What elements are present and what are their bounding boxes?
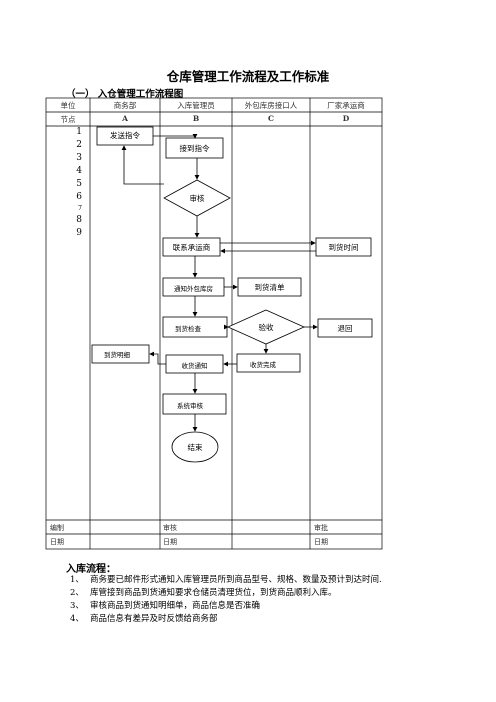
node-number: 5 (76, 179, 82, 189)
node-number: 2 (76, 140, 82, 150)
header-col-c: C (268, 114, 274, 123)
label-arrival-time: 到货时间 (328, 243, 359, 252)
section-title: （一） 入仓管理工作流程图 (66, 89, 184, 100)
label-send-instruction: 发送指令 (110, 131, 140, 140)
label-receipt-notice: 收货通知 (181, 362, 208, 370)
list-item: 4、商品信息有差异及时反馈给商务部 (70, 614, 218, 624)
header-col-b: B (192, 114, 200, 123)
footer-prepared: 编制 (50, 524, 64, 532)
label-end: 结束 (187, 443, 203, 452)
node-number: 9 (76, 228, 82, 238)
box-receipt-complete (236, 353, 301, 373)
node-number: 4 (76, 166, 82, 176)
page-title: 仓库管理工作流程及工作标准 (166, 69, 330, 84)
label-system-review: 系统审核 (177, 402, 203, 410)
label-arrival-check: 到货检查 (175, 325, 201, 333)
label-arrival-list: 到货清单 (254, 283, 285, 292)
label-contact-carrier: 联系承运商 (172, 243, 211, 252)
header-commerce: 商务部 (113, 101, 137, 110)
header-col-d: D (342, 114, 350, 123)
header-carrier: 厂家承运商 (327, 101, 365, 110)
node-number: 8 (76, 215, 82, 225)
process-steps: 1、商务要已邮件形式通知入库管理员所到商品型号、规格、数量及预计到达时间. 2、… (70, 574, 450, 626)
label-return: 退回 (337, 324, 353, 333)
label-receive-instruction: 接到指令 (179, 144, 210, 153)
box-contact-carrier (162, 237, 221, 257)
box-arrival-list (237, 277, 302, 297)
header-col-a: A (122, 114, 128, 123)
node-number: 7 (78, 205, 82, 212)
list-item: 3、审核商品到货通知明细单，商品信息是否准确 (70, 601, 261, 611)
node-number-list: 1 2 3 4 5 6 7 8 9 (46, 126, 90, 240)
footer-reviewed: 审核 (163, 524, 177, 532)
header-outsourced: 外包库房接口人 (244, 101, 298, 110)
label-acceptance: 验收 (258, 323, 274, 332)
header-unit: 单位 (60, 101, 76, 110)
node-number: 1 (76, 127, 82, 137)
header-node: 节点 (60, 115, 76, 124)
process-heading: 入库流程： (66, 564, 116, 575)
header-warehouse-admin: 入库管理员 (177, 101, 215, 110)
label-arrival-detail: 到货明细 (104, 351, 130, 359)
box-arrival-time (315, 237, 372, 257)
footer-date: 日期 (314, 538, 328, 546)
node-number: 6 (76, 192, 82, 202)
footer-approved: 审批 (314, 524, 328, 532)
label-receipt-complete: 收货完成 (250, 361, 276, 369)
label-review: 审核 (189, 194, 205, 203)
box-system-review (162, 393, 227, 415)
node-number: 3 (76, 153, 82, 163)
list-item: 1、商务要已邮件形式通知入库管理员所到商品型号、规格、数量及预计到达时间. (70, 575, 382, 585)
footer-date: 日期 (50, 538, 64, 546)
label-notify-warehouse: 通知外包库房 (174, 285, 213, 293)
ellipse-end (171, 431, 219, 463)
box-arrival-detail (91, 344, 150, 364)
box-return (317, 318, 373, 338)
footer-date: 日期 (163, 538, 177, 546)
list-item: 2、库管接到商品到货通知要求仓储员清理货位，到货商品顺利入库。 (70, 588, 337, 598)
